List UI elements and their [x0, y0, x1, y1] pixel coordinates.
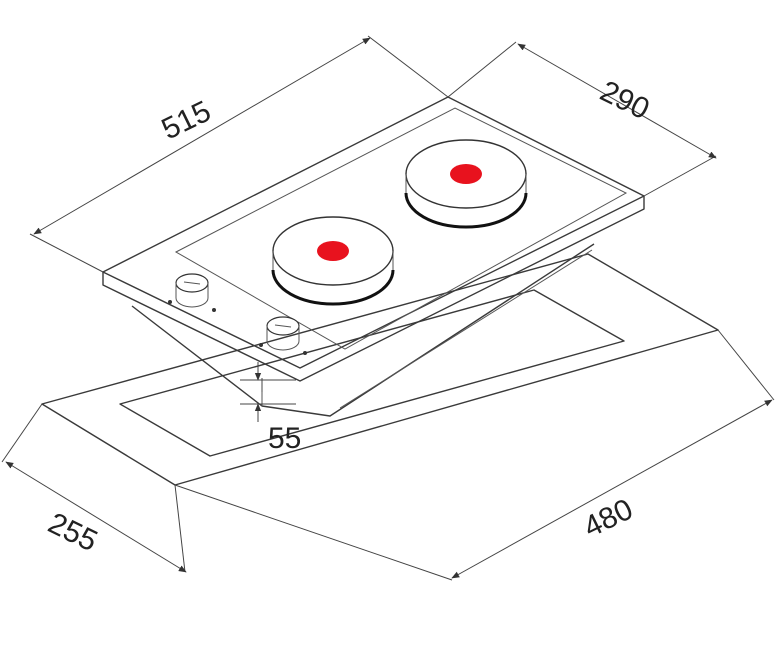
dimension-height: 55: [240, 362, 301, 455]
dimension-cutout-width: 480: [174, 329, 775, 581]
control-knob-right: [259, 316, 307, 355]
dimension-cutout-depth: 255: [1, 403, 187, 573]
hotplate-front: [271, 216, 395, 306]
dimension-cutout-depth-label: 255: [43, 507, 102, 559]
heat-spot-front: [317, 241, 349, 261]
heat-spot-rear: [450, 164, 482, 184]
hotplate-rear: [404, 139, 528, 229]
dimension-cutout-width-label: 480: [579, 493, 638, 545]
dimension-depth-label: 290: [595, 75, 654, 127]
control-knob-left: [168, 273, 216, 312]
worktop-cutout: [41, 253, 719, 486]
dimension-width-label: 515: [157, 95, 216, 147]
dimension-height-label: 55: [268, 422, 301, 455]
glass-ceramic-top-icon: [174, 107, 628, 350]
